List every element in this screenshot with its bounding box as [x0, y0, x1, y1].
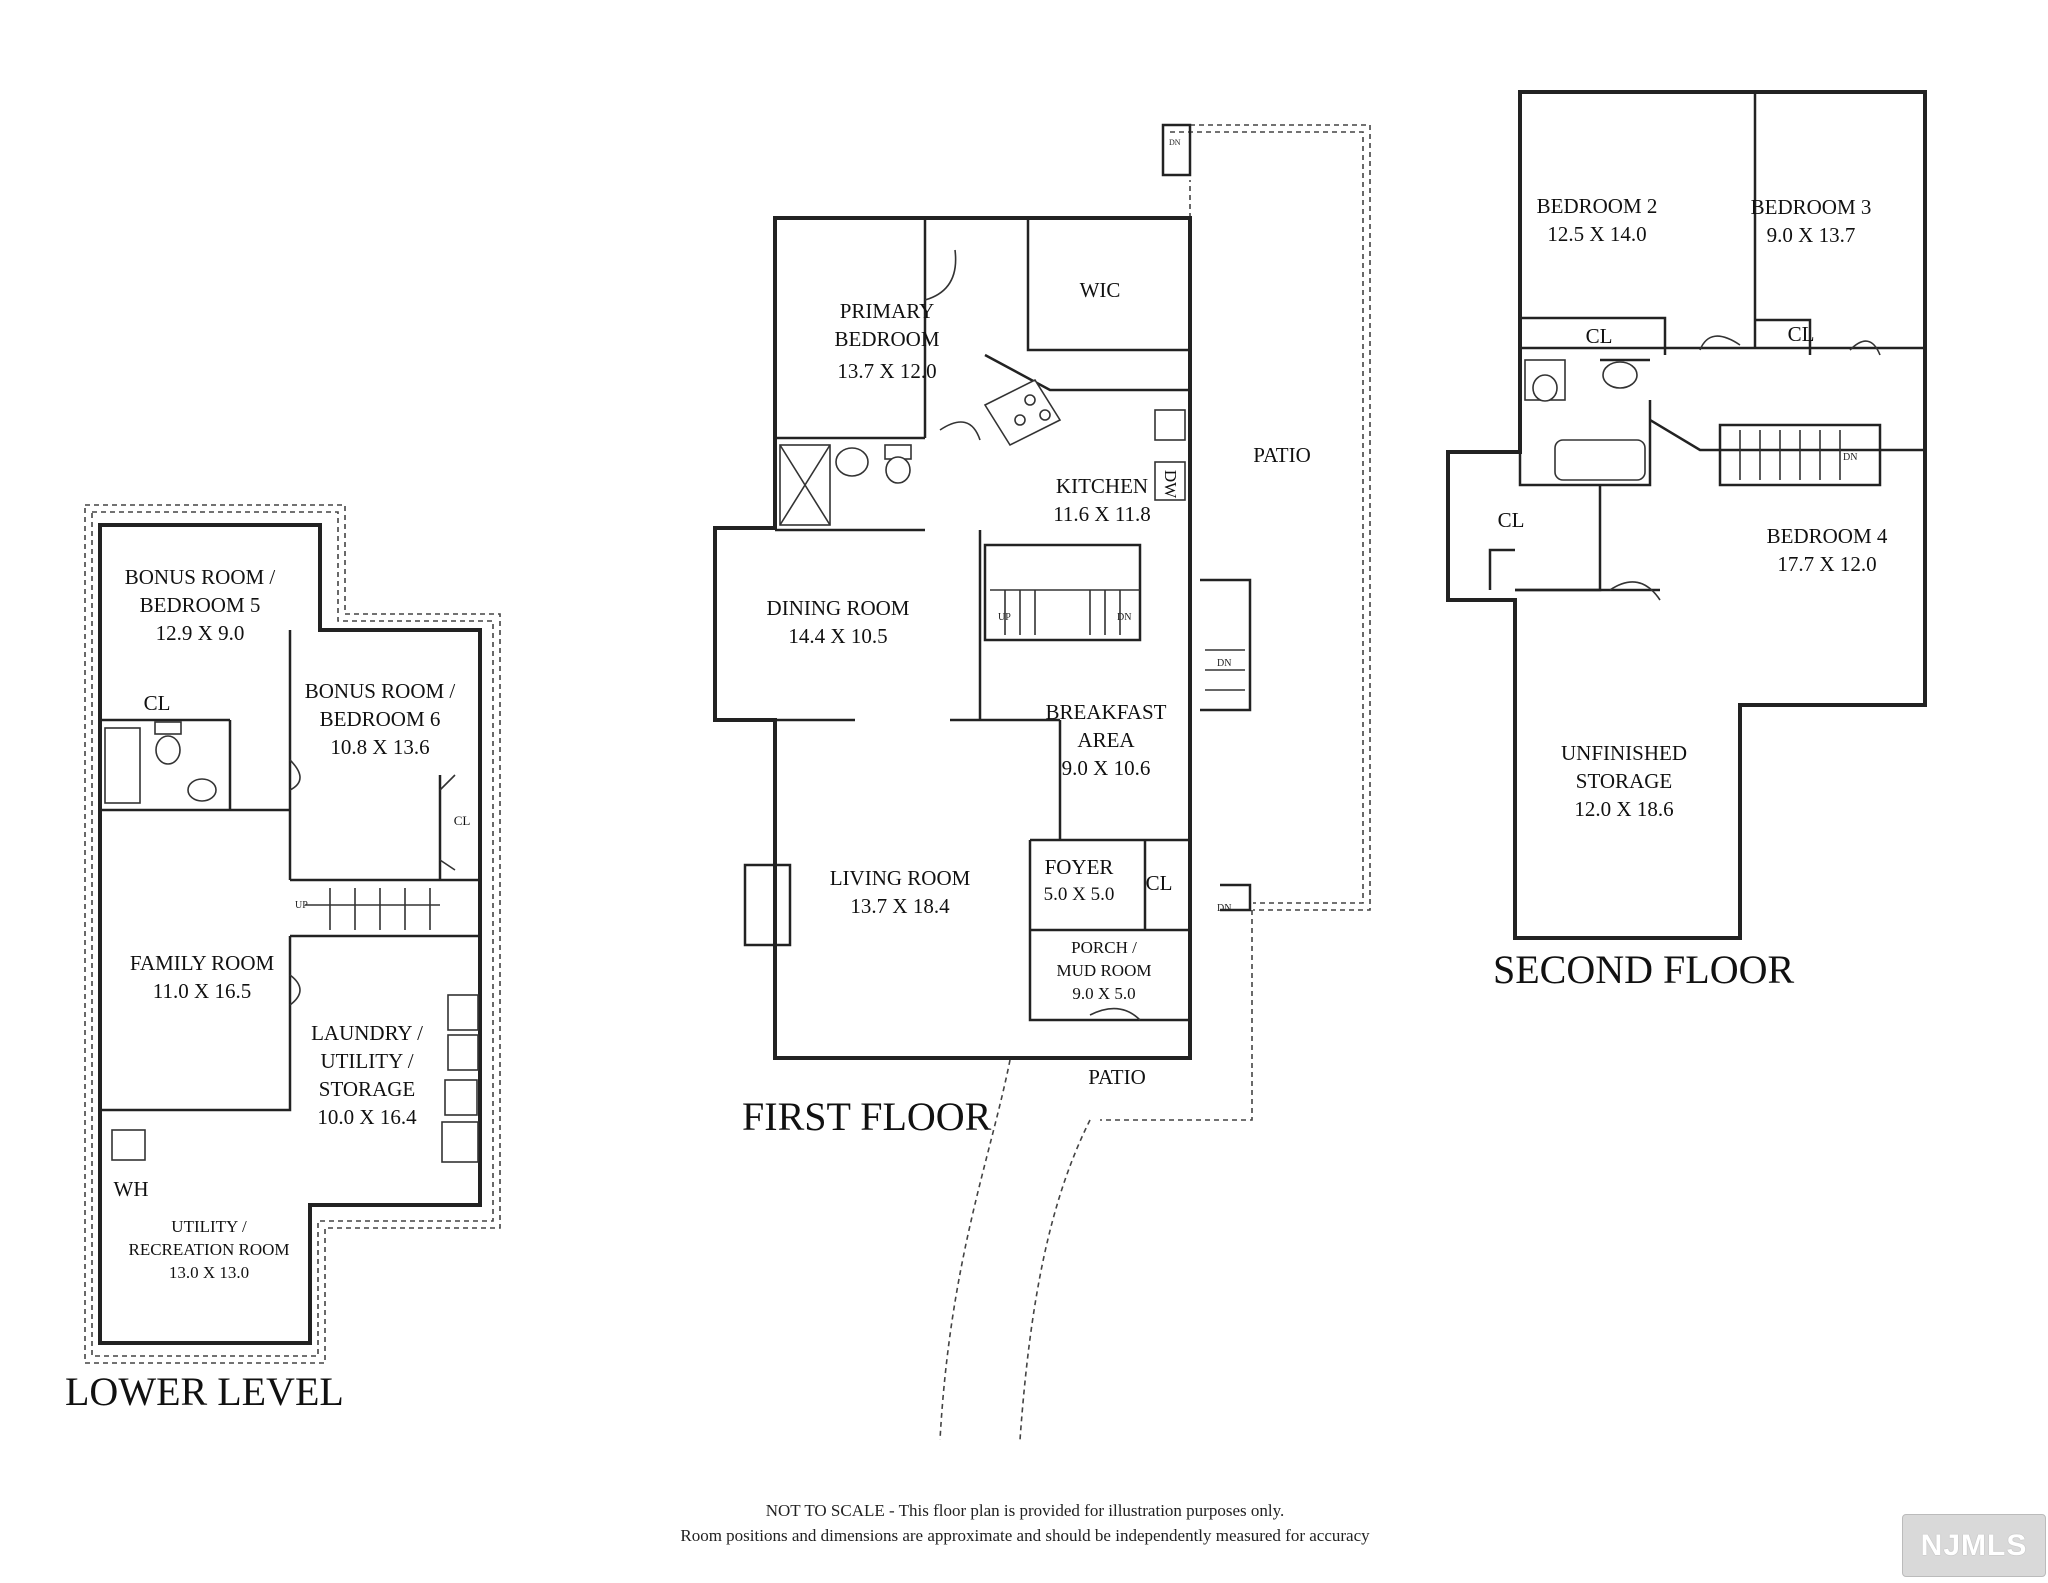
- room-dimensions: 13.7 X 18.4: [850, 894, 950, 918]
- room-name: BREAKFAST AREA: [1045, 700, 1167, 752]
- room-name: KITCHEN: [1055, 474, 1149, 498]
- closet-label: CL: [1585, 324, 1613, 348]
- room-dimensions: 11.6 X 11.8: [1053, 502, 1151, 526]
- stairs-down-label: DN: [1117, 612, 1132, 623]
- room-unfinished-storage: UNFINISHED STORAGE 12.0 X 18.6: [1561, 739, 1687, 823]
- second-floor-title: SECOND FLOOR: [1493, 947, 1795, 992]
- closet-label: CL: [1145, 871, 1173, 895]
- disclaimer-line-2: Room positions and dimensions are approx…: [680, 1526, 1370, 1545]
- dishwasher-label: DW: [1161, 469, 1180, 499]
- room-name: WIC: [1079, 278, 1121, 302]
- closet-label: CL: [453, 813, 471, 828]
- closet-label: CL: [143, 691, 171, 715]
- stairs-up-label: UP: [998, 612, 1011, 623]
- room-dimensions: 11.0 X 16.5: [152, 979, 252, 1003]
- room-name: DINING ROOM: [766, 596, 910, 620]
- room-name: BONUS ROOM / BEDROOM 6: [304, 679, 456, 731]
- room-bedroom-4: BEDROOM 4 17.7 X 12.0: [1767, 522, 1888, 578]
- water-heater-label: WH: [113, 1177, 149, 1201]
- room-dimensions: 13.0 X 13.0: [168, 1263, 250, 1282]
- room-name: UNFINISHED STORAGE: [1561, 741, 1687, 793]
- room-name: FAMILY ROOM: [129, 951, 275, 975]
- room-kitchen: KITCHEN 11.6 X 11.8: [1053, 472, 1151, 528]
- room-utility-recreation-room: UTILITY / RECREATION ROOM 13.0 X 13.0: [128, 1215, 289, 1284]
- room-dining-room: DINING ROOM 14.4 X 10.5: [767, 594, 910, 650]
- lower-level-title: LOWER LEVEL: [65, 1369, 344, 1414]
- stairs-up-label: UP: [295, 900, 308, 911]
- room-dimensions: 12.9 X 9.0: [155, 621, 245, 645]
- logo-text: NJMLS: [1920, 1528, 2028, 1562]
- room-primary-bedroom: PRIMARY BEDROOM 13.7 X 12.0: [834, 297, 939, 385]
- room-name: PRIMARY BEDROOM: [834, 299, 940, 351]
- room-name: UTILITY / RECREATION ROOM: [128, 1217, 290, 1259]
- second-floor-plan: [1446, 90, 1927, 940]
- room-bedroom-3: BEDROOM 3 9.0 X 13.7: [1751, 193, 1872, 249]
- njmls-logo: NJMLS: [1902, 1514, 2046, 1577]
- room-name: BONUS ROOM / BEDROOM 5: [124, 565, 276, 617]
- disclaimer-line-1: NOT TO SCALE - This floor plan is provid…: [765, 1501, 1285, 1520]
- room-living-room: LIVING ROOM 13.7 X 18.4: [830, 864, 971, 920]
- room-name: LAUNDRY / UTILITY / STORAGE: [311, 1021, 423, 1101]
- first-floor-title: FIRST FLOOR: [742, 1094, 992, 1139]
- stairs-down-label: DN: [1169, 138, 1181, 147]
- room-foyer: FOYER 5.0 X 5.0: [1044, 853, 1115, 909]
- room-dimensions: 9.0 X 13.7: [1766, 223, 1856, 247]
- patio-label: PATIO: [1088, 1065, 1146, 1089]
- room-dimensions: 14.4 X 10.5: [788, 624, 888, 648]
- stairs-down-label: DN: [1217, 658, 1232, 669]
- room-name: BEDROOM 4: [1766, 524, 1888, 548]
- room-porch-mud-room: PORCH / MUD ROOM 9.0 X 5.0: [1057, 936, 1152, 1005]
- room-dimensions: 12.0 X 18.6: [1574, 797, 1674, 821]
- room-name: LIVING ROOM: [829, 866, 971, 890]
- room-dimensions: 13.7 X 12.0: [837, 359, 937, 383]
- room-laundry-utility-storage: LAUNDRY / UTILITY / STORAGE 10.0 X 16.4: [311, 1019, 423, 1131]
- room-name: FOYER: [1044, 855, 1114, 879]
- room-dimensions: 5.0 X 5.0: [1043, 884, 1115, 905]
- closet-label: CL: [1787, 322, 1815, 346]
- lower-level-plan: [84, 504, 501, 1364]
- room-dimensions: 12.5 X 14.0: [1547, 222, 1647, 246]
- room-bonus-room-bedroom-5: BONUS ROOM / BEDROOM 5 12.9 X 9.0: [125, 563, 276, 647]
- room-dimensions: 9.0 X 5.0: [1072, 984, 1136, 1003]
- room-bonus-room-bedroom-6: BONUS ROOM / BEDROOM 6 10.8 X 13.6: [305, 677, 456, 761]
- patio-label: PATIO: [1253, 443, 1311, 467]
- closet-label: CL: [1497, 508, 1525, 532]
- stairs-down-label: DN: [1217, 903, 1232, 914]
- room-name: PORCH / MUD ROOM: [1056, 938, 1152, 980]
- room-dimensions: 10.0 X 16.4: [317, 1105, 417, 1129]
- room-family-room: FAMILY ROOM 11.0 X 16.5: [130, 949, 274, 1005]
- room-name: BEDROOM 2: [1536, 194, 1658, 218]
- stairs-down-label: DN: [1843, 452, 1858, 463]
- room-bedroom-2: BEDROOM 2 12.5 X 14.0: [1537, 192, 1658, 248]
- room-dimensions: 9.0 X 10.6: [1061, 756, 1151, 780]
- room-wic: WIC: [1080, 276, 1121, 304]
- first-floor-plan: [713, 123, 1371, 1441]
- room-dimensions: 17.7 X 12.0: [1777, 552, 1877, 576]
- room-breakfast-area: BREAKFAST AREA 9.0 X 10.6: [1046, 698, 1167, 782]
- room-name: BEDROOM 3: [1750, 195, 1872, 219]
- disclaimer: NOT TO SCALE - This floor plan is provid…: [680, 1498, 1369, 1548]
- room-dimensions: 10.8 X 13.6: [330, 735, 430, 759]
